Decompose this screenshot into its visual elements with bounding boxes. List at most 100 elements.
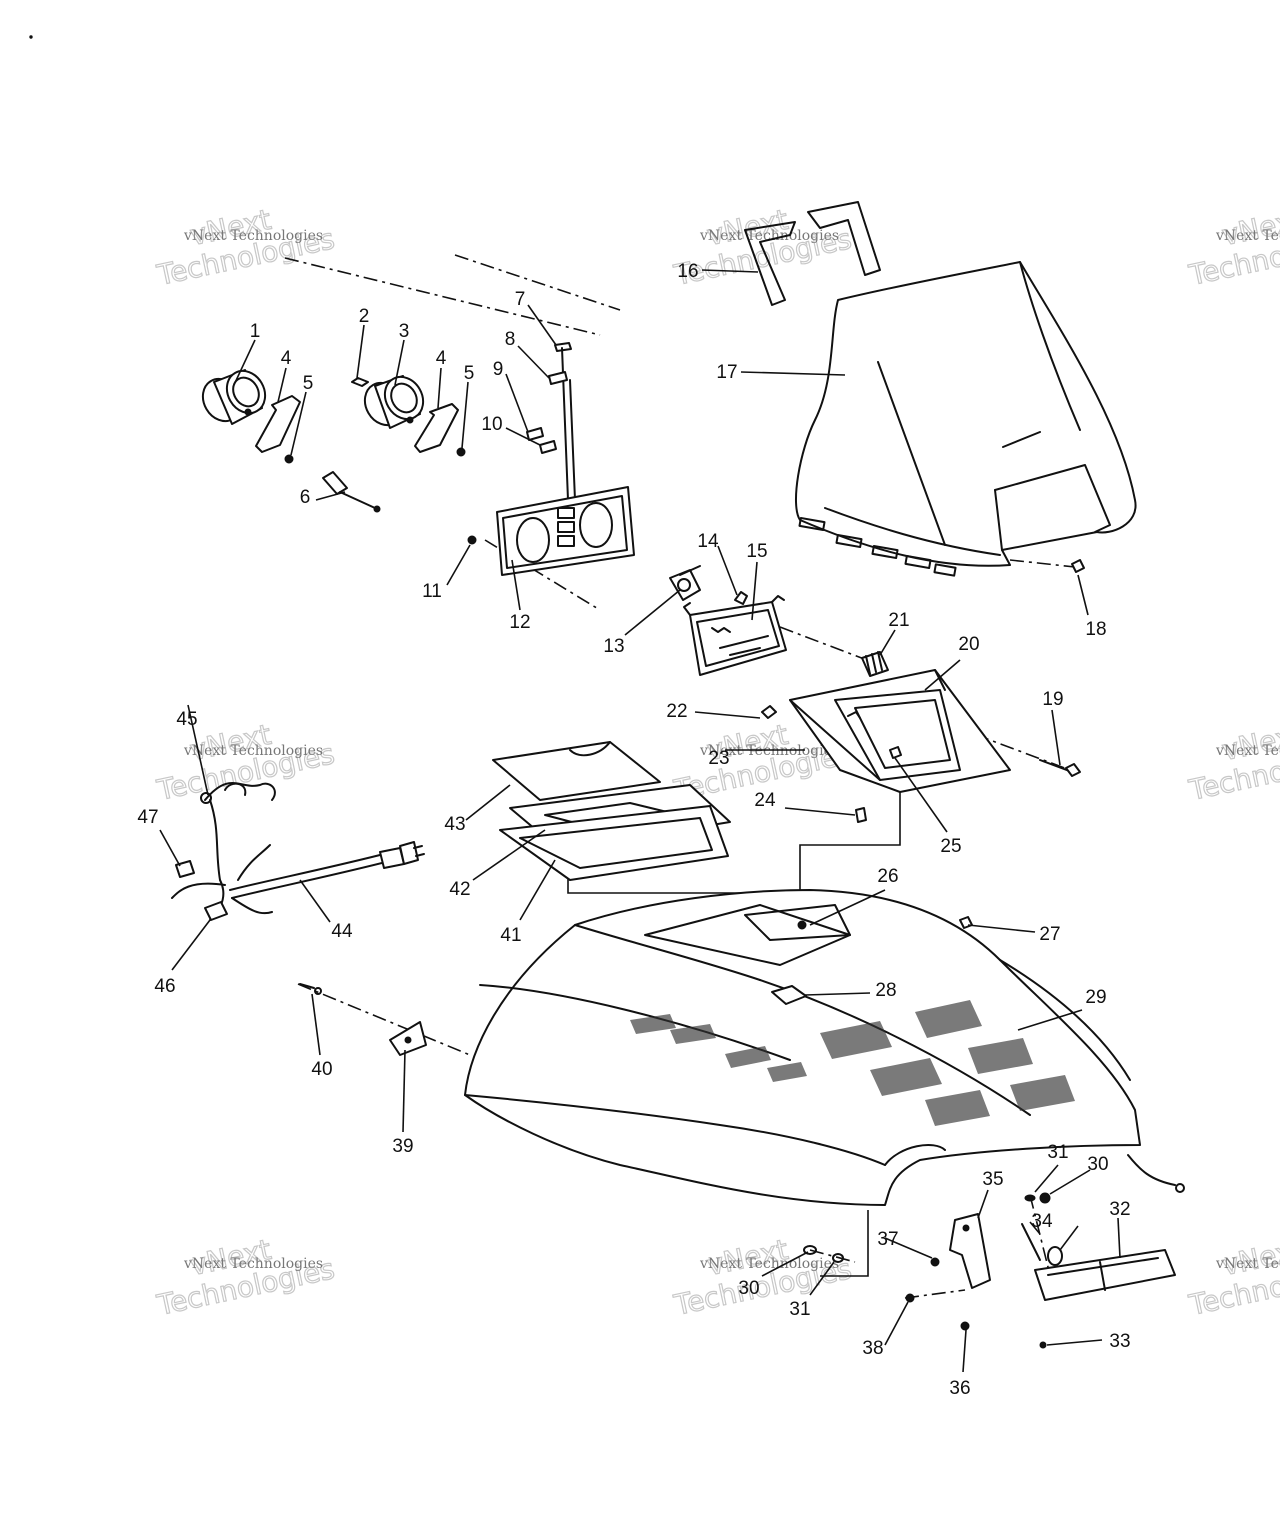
callout-1: 1 xyxy=(250,321,261,342)
gauge-bracket-left xyxy=(255,395,301,453)
tail-light-screw-33 xyxy=(1039,1341,1047,1349)
centerline-hood-pod xyxy=(799,790,901,905)
callout-16: 16 xyxy=(677,261,698,282)
callout-numbers: 1 2 3 4 4 5 5 6 7 8 9 10 11 12 13 14 15 … xyxy=(137,261,1130,1399)
key-switch xyxy=(322,471,381,513)
tail-light-grommet-22 xyxy=(1047,1246,1063,1266)
windshield xyxy=(794,261,1137,577)
callout-3: 3 xyxy=(399,321,410,342)
watermark-mid-right: vNext Technologies xyxy=(1185,717,1280,807)
callout-21: 21 xyxy=(888,610,909,631)
callout-27: 27 xyxy=(1039,924,1060,945)
callout-46: 46 xyxy=(154,976,175,997)
callout-30: 30 xyxy=(1087,1154,1108,1175)
pod-screw-24 xyxy=(855,807,867,823)
centerline-screw-38 xyxy=(904,1289,966,1299)
watermark-small-text: vNext Technologies xyxy=(699,743,839,759)
callout-17: 17 xyxy=(716,362,737,383)
callout-33: 33 xyxy=(1109,1331,1130,1352)
hood-vents xyxy=(630,1000,1075,1126)
panel-screw xyxy=(467,535,477,545)
centerline-windshield-18 xyxy=(1009,559,1076,568)
callout-4: 4 xyxy=(436,348,447,369)
callout-37: 37 xyxy=(877,1229,898,1250)
windshield-rivet xyxy=(1071,559,1085,573)
storage-pad xyxy=(492,741,661,801)
callout-25: 25 xyxy=(940,836,961,857)
pod-clip-22 xyxy=(761,705,777,719)
callout-30: 30 xyxy=(738,1278,759,1299)
watermark-small-text: vNext Technologies xyxy=(183,228,323,244)
pod-bolt-head xyxy=(1065,763,1081,777)
bracket-pin xyxy=(299,983,315,989)
gauge-bracket-right xyxy=(414,403,459,453)
callout-4: 4 xyxy=(281,348,292,369)
watermark-small-text: vNext Technologies xyxy=(183,743,323,759)
centerline-hood-bottom xyxy=(820,1210,869,1277)
callout-45: 45 xyxy=(176,709,197,730)
headlight-assembly xyxy=(683,595,787,676)
callout-42: 42 xyxy=(449,879,470,900)
callout-20: 20 xyxy=(958,634,979,655)
hood-bracket xyxy=(389,1021,427,1056)
pod-clip-25 xyxy=(889,746,902,759)
callout-15: 15 xyxy=(746,541,767,562)
tail-light xyxy=(1034,1249,1176,1301)
callout-9: 9 xyxy=(493,359,504,380)
ground-wire-eyelet xyxy=(1175,1183,1185,1193)
headlight-spring xyxy=(861,651,889,677)
hood-screw-27 xyxy=(959,916,973,929)
callout-18: 18 xyxy=(1085,619,1106,640)
watermark-small-text: vNext Technologies xyxy=(1215,1256,1280,1272)
callout-40: 40 xyxy=(311,1059,332,1080)
nut-30-lower xyxy=(803,1245,817,1255)
callout-29: 29 xyxy=(1085,987,1106,1008)
headlight-wire-lead xyxy=(734,591,748,605)
windshield-decal xyxy=(744,201,881,306)
callout-31: 31 xyxy=(789,1299,810,1320)
callout-7: 7 xyxy=(515,289,526,310)
centerline-panel-13 xyxy=(484,539,601,611)
callout-11: 11 xyxy=(422,581,442,602)
scan-artifact xyxy=(29,35,33,39)
callout-32: 32 xyxy=(1109,1199,1130,1220)
centerline-nut-30 xyxy=(809,1249,856,1263)
callout-44: 44 xyxy=(331,921,353,942)
centerline-gauge-2 xyxy=(454,254,621,311)
callout-35: 35 xyxy=(982,1169,1003,1190)
centerline-gauge-1 xyxy=(284,257,601,336)
nut-31-lower xyxy=(832,1253,844,1263)
watermark-small-text: vNext Technologies xyxy=(1215,228,1280,244)
gauge-tachometer xyxy=(201,369,267,425)
bracket-washer xyxy=(314,987,322,995)
leader-lines xyxy=(159,269,1121,1373)
nut-30-upper xyxy=(1039,1192,1051,1204)
centerline-light-32 xyxy=(1029,1194,1051,1276)
callout-38: 38 xyxy=(862,1338,883,1359)
centerline-bracket-39 xyxy=(297,983,471,1056)
callout-43: 43 xyxy=(444,814,465,835)
headlight-bulb xyxy=(669,565,701,601)
callout-24: 24 xyxy=(754,790,776,811)
watermark-small-text: vNext Technologies xyxy=(699,228,839,244)
gauge-nut-right xyxy=(456,447,466,457)
indicator-light-strip xyxy=(526,342,576,501)
instrument-panel xyxy=(496,486,635,576)
screw-36 xyxy=(960,1321,970,1331)
callout-26: 26 xyxy=(877,866,898,887)
callout-8: 8 xyxy=(505,329,516,350)
callout-13: 13 xyxy=(603,636,624,657)
callout-6: 6 xyxy=(300,487,311,508)
screw-37 xyxy=(930,1257,940,1267)
tail-light-wire-34 xyxy=(1021,1223,1041,1261)
ground-wire xyxy=(1127,1154,1176,1186)
nut-31-upper xyxy=(1024,1194,1036,1202)
gauge-speedometer xyxy=(363,375,425,429)
callout-5: 5 xyxy=(464,363,475,384)
callout-12: 12 xyxy=(509,612,530,633)
wire-harness xyxy=(171,782,425,921)
callout-47: 47 xyxy=(137,807,158,828)
hood-grommet xyxy=(771,985,807,1005)
